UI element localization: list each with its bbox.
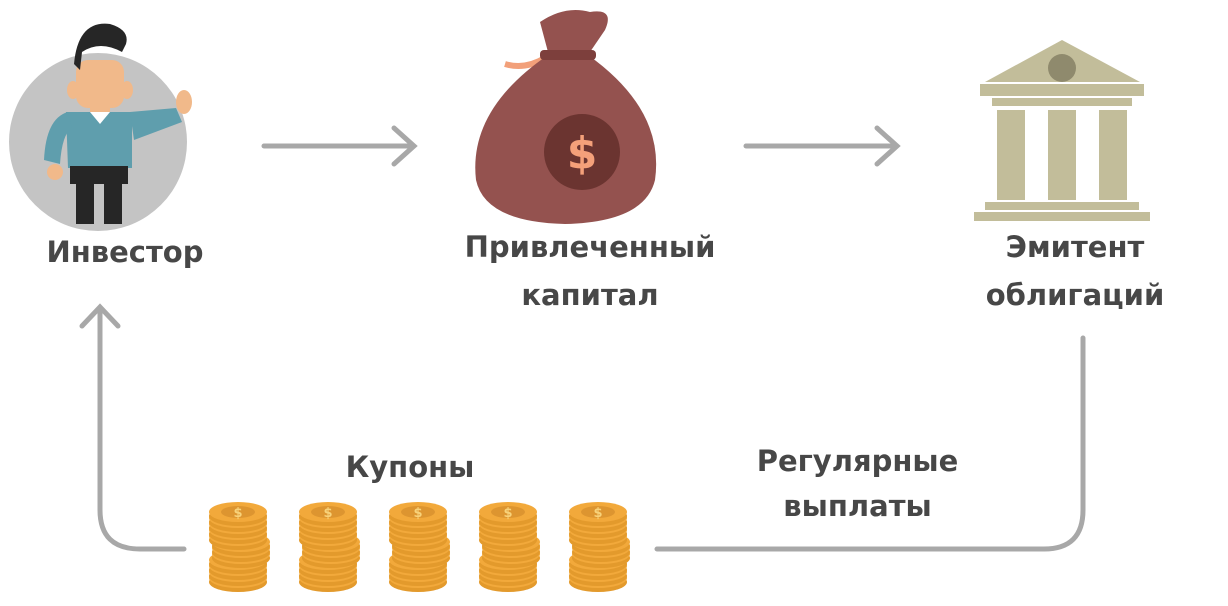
arrow-capital-to-issuer	[743, 125, 901, 167]
arrow-issuer-payments	[654, 335, 1086, 552]
svg-text:$: $	[323, 506, 332, 521]
coin-stack-icon: $	[299, 502, 360, 592]
investor-person-icon	[9, 23, 192, 231]
investor-label: Инвестор	[46, 235, 204, 269]
coin-stack-icon: $	[389, 502, 450, 592]
arrow-investor-to-capital	[261, 125, 418, 167]
coupons-label: Купоны	[345, 450, 475, 484]
svg-text:$: $	[413, 506, 422, 521]
issuer-label-line2: облигаций	[985, 278, 1165, 312]
svg-text:$: $	[503, 506, 512, 521]
coin-stack-icon: $	[479, 502, 540, 592]
capital-label-line2: капитал	[521, 278, 659, 312]
issuer-label-line1: Эмитент	[1005, 230, 1145, 264]
coin-stacks: $ $ $ $ $	[209, 502, 630, 592]
payments-label-line2: выплаты	[783, 489, 932, 523]
capital-label-line1: Привлеченный	[464, 230, 716, 264]
payments-label-line1: Регулярные	[756, 444, 959, 478]
coin-stack-icon: $	[209, 502, 270, 592]
bank-building-icon	[974, 40, 1150, 221]
svg-text:$: $	[233, 506, 242, 521]
arrow-coupons-to-investor	[79, 303, 187, 552]
svg-text:$: $	[567, 128, 598, 179]
money-bag-icon: $	[475, 9, 657, 224]
coin-stack-icon: $	[569, 502, 630, 592]
svg-text:$: $	[593, 506, 602, 521]
